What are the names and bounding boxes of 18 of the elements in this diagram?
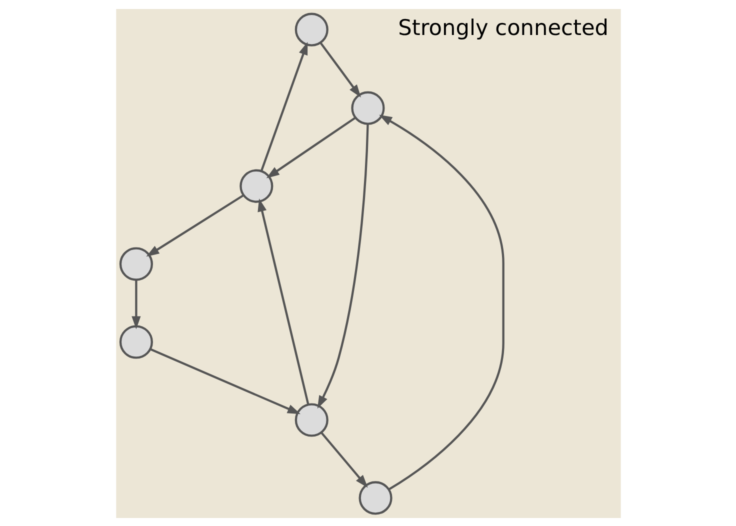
arrow bbox=[131, 280, 140, 329]
node-circle bbox=[358, 480, 392, 514]
node-circle bbox=[118, 324, 152, 358]
arrow bbox=[149, 348, 300, 414]
arrow bbox=[320, 431, 368, 488]
node-circle bbox=[118, 246, 152, 280]
node-circle bbox=[294, 12, 328, 46]
arrow bbox=[319, 41, 360, 98]
arrow bbox=[260, 41, 308, 171]
label: Strongly connected bbox=[398, 15, 608, 40]
arrow bbox=[257, 198, 309, 404]
node-circle bbox=[239, 168, 273, 202]
arrow bbox=[146, 194, 244, 256]
arrow bbox=[316, 124, 368, 408]
node-circle bbox=[294, 402, 328, 436]
node-circle bbox=[350, 90, 384, 124]
arrow bbox=[378, 114, 504, 490]
arrow bbox=[266, 116, 356, 178]
